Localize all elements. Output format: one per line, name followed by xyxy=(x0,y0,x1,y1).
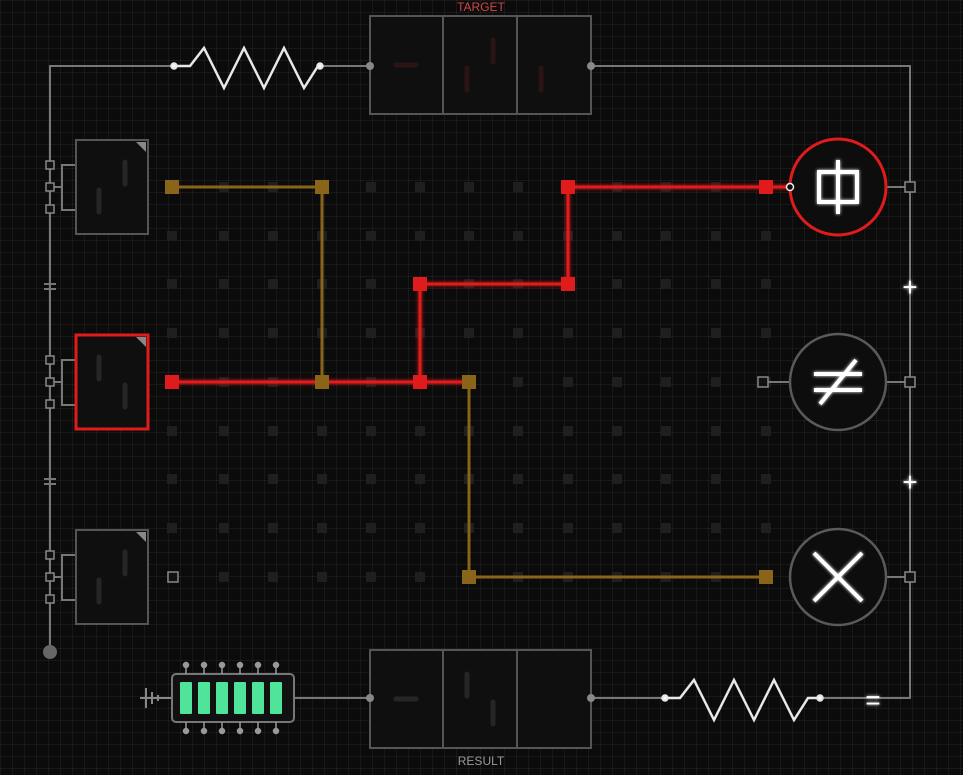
target-digit xyxy=(464,34,496,96)
battery-cell xyxy=(216,682,228,714)
resistor-top xyxy=(170,45,324,91)
equals-sign: = xyxy=(865,685,880,715)
circuit-wires xyxy=(49,65,911,699)
rail-terminals xyxy=(45,160,916,604)
result-digit xyxy=(464,668,496,730)
battery-cell xyxy=(270,682,282,714)
input-digit xyxy=(96,351,128,413)
target-display: TARGET xyxy=(366,0,595,115)
input-digit xyxy=(96,156,128,218)
battery-cell xyxy=(198,682,210,714)
battery-cell xyxy=(180,682,192,714)
input-tile[interactable] xyxy=(75,139,149,235)
operator-multiply[interactable] xyxy=(788,527,888,627)
plus-sign-2: + xyxy=(902,467,917,497)
active-nodes[interactable] xyxy=(165,180,773,389)
input-tile[interactable] xyxy=(75,529,149,625)
result-display: RESULT xyxy=(366,649,595,768)
operator-not-equal[interactable] xyxy=(788,332,888,432)
input-tiles[interactable] xyxy=(74,139,150,625)
multiply-icon xyxy=(812,551,864,603)
battery-cell xyxy=(234,682,246,714)
battery xyxy=(140,661,295,735)
inactive-nodes[interactable] xyxy=(165,180,773,584)
active-wires xyxy=(172,185,790,384)
plus-sign-1: + xyxy=(902,272,917,302)
ground-node xyxy=(43,645,57,659)
phi-icon xyxy=(817,160,859,214)
battery-cell xyxy=(252,682,264,714)
operator-phi[interactable] xyxy=(785,137,888,237)
rail-breaks xyxy=(44,283,56,485)
target-label: TARGET xyxy=(457,0,505,14)
input-tile[interactable] xyxy=(74,333,150,431)
not-equal-icon xyxy=(814,358,862,406)
target-digit xyxy=(390,34,422,96)
target-digit xyxy=(538,34,570,96)
result-digit xyxy=(538,668,570,730)
resistor-bottom xyxy=(661,677,824,723)
result-digit xyxy=(390,668,422,730)
result-label: RESULT xyxy=(458,754,505,768)
input-digit xyxy=(96,546,128,608)
